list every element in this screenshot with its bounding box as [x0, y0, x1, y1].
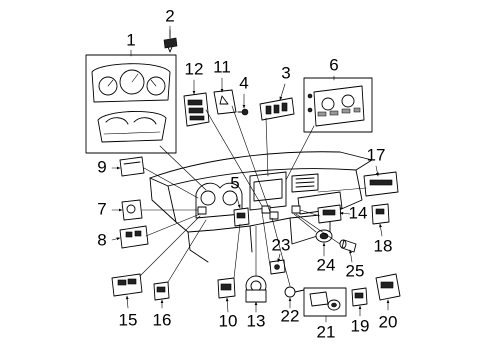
- callout-9: 9: [97, 157, 106, 176]
- callout-18: 18: [374, 236, 393, 255]
- part-11-hazard-switch: [213, 89, 237, 115]
- callout-17: 17: [367, 145, 386, 164]
- callout-14: 14: [349, 203, 368, 222]
- part-12-switch-panel: [183, 92, 210, 127]
- callout-3: 3: [281, 63, 290, 82]
- callout-1: 1: [126, 30, 135, 49]
- callout-8: 8: [97, 230, 106, 249]
- callout-2: 2: [165, 6, 174, 25]
- part-18-switch: [371, 203, 390, 225]
- part-23-connector: [269, 259, 286, 275]
- part-7-switch: [121, 199, 143, 221]
- part-14-switch: [317, 204, 342, 224]
- part-20-switch-module: [375, 273, 401, 301]
- part-21-lighter-assembly: [303, 287, 347, 317]
- part-22-bulb: [284, 286, 305, 298]
- leader-lines: [111, 25, 390, 323]
- part-16-switch: [153, 281, 170, 301]
- part-13-ignition-switch: [245, 275, 267, 303]
- part-15-switch-panel: [111, 273, 143, 297]
- part-6-heater-control: [303, 77, 373, 133]
- part-4-clip: [237, 108, 249, 116]
- callout-25: 25: [346, 261, 365, 280]
- part-1-instrument-cluster: [85, 54, 177, 154]
- dashboard-outline: [149, 151, 373, 263]
- callout-13: 13: [247, 311, 266, 330]
- part-3-control-panel: [259, 97, 295, 121]
- callout-15: 15: [119, 310, 138, 329]
- callout-labels: 1 2 3 4 5 6 7 8 9 10 11 12 13 14 15 16 1…: [97, 6, 397, 341]
- callout-10: 10: [219, 311, 238, 330]
- part-2-screw: [163, 29, 178, 53]
- callout-21: 21: [317, 322, 336, 341]
- part-10-switch: [217, 277, 236, 299]
- part-17-switch-module: [363, 171, 399, 197]
- part-25-socket: [339, 239, 357, 253]
- callout-5: 5: [230, 173, 239, 192]
- callout-12: 12: [185, 59, 204, 78]
- part-24-power-outlet: [315, 229, 333, 243]
- callout-11: 11: [213, 57, 231, 76]
- part-8-switch-assembly: [119, 225, 149, 249]
- callout-22: 22: [281, 306, 300, 325]
- callout-24: 24: [317, 255, 336, 274]
- callout-4: 4: [239, 73, 248, 92]
- part-9-switch: [119, 156, 145, 177]
- part-5-switch: [233, 207, 250, 227]
- callout-16: 16: [153, 310, 172, 329]
- callout-7: 7: [97, 199, 106, 218]
- callout-23: 23: [272, 235, 291, 254]
- part-19-switch: [351, 287, 368, 307]
- callout-20: 20: [379, 312, 398, 331]
- callout-6: 6: [329, 55, 338, 74]
- callout-19: 19: [351, 316, 370, 335]
